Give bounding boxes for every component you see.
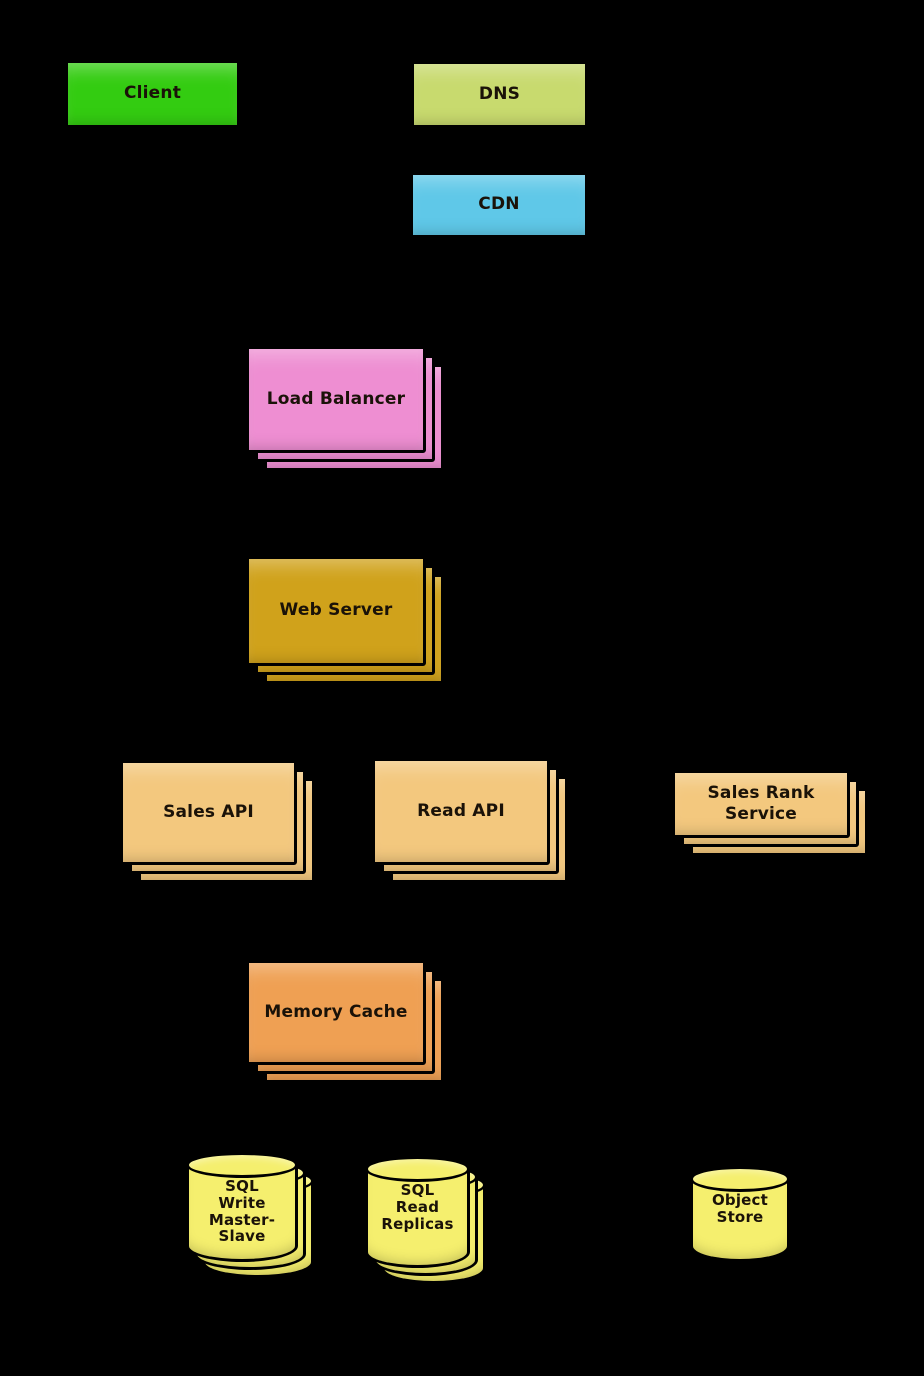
node-read-api: Read API [372, 758, 568, 883]
cylinder-top [690, 1166, 790, 1192]
node-sales-rank-service-box: Sales Rank Service [672, 770, 850, 838]
node-object-store: Object Store [690, 1166, 790, 1262]
node-cdn-box: CDN [410, 172, 588, 238]
node-sql-write-master-slave: SQL Write Master- Slave [186, 1152, 314, 1278]
node-sql-read-label: SQL Read Replicas [381, 1181, 454, 1233]
node-load-balancer-box: Load Balancer [246, 346, 426, 453]
node-web-server-label: Web Server [279, 600, 393, 621]
node-client: Client [65, 60, 240, 128]
node-read-api-box: Read API [372, 758, 550, 865]
node-cdn: CDN [410, 172, 588, 238]
node-memory-cache-label: Memory Cache [264, 1001, 408, 1022]
node-sql-write-cylinder: SQL Write Master- Slave [186, 1152, 298, 1262]
node-client-label: Client [123, 83, 182, 104]
node-client-box: Client [65, 60, 240, 128]
node-sql-write-label: SQL Write Master- Slave [208, 1177, 276, 1246]
cylinder-body [365, 1169, 470, 1268]
node-sql-read-replicas: SQL Read Replicas [365, 1156, 486, 1284]
cylinder-body [186, 1165, 298, 1262]
node-sales-rank-service-label: Sales Rank Service [707, 782, 815, 824]
node-memory-cache-box: Memory Cache [246, 960, 426, 1065]
node-read-api-label: Read API [417, 800, 505, 821]
node-load-balancer: Load Balancer [246, 346, 444, 471]
node-dns: DNS [411, 61, 588, 128]
node-web-server: Web Server [246, 556, 444, 684]
node-web-server-box: Web Server [246, 556, 426, 666]
cylinder-top [186, 1152, 298, 1178]
node-object-store-label: Object Store [711, 1191, 769, 1226]
node-sales-rank-service: Sales Rank Service [672, 770, 868, 856]
node-dns-box: DNS [411, 61, 588, 128]
node-memory-cache: Memory Cache [246, 960, 444, 1083]
cylinder-top [365, 1156, 470, 1182]
node-cdn-label: CDN [478, 194, 520, 215]
node-sales-api-box: Sales API [120, 760, 297, 865]
cylinder-body [690, 1179, 790, 1262]
node-load-balancer-label: Load Balancer [266, 388, 406, 409]
node-sql-read-cylinder: SQL Read Replicas [365, 1156, 470, 1268]
node-dns-label: DNS [478, 83, 521, 104]
node-sales-api-label: Sales API [163, 801, 254, 822]
node-sales-api: Sales API [120, 760, 315, 883]
node-object-store-cylinder: Object Store [690, 1166, 790, 1262]
